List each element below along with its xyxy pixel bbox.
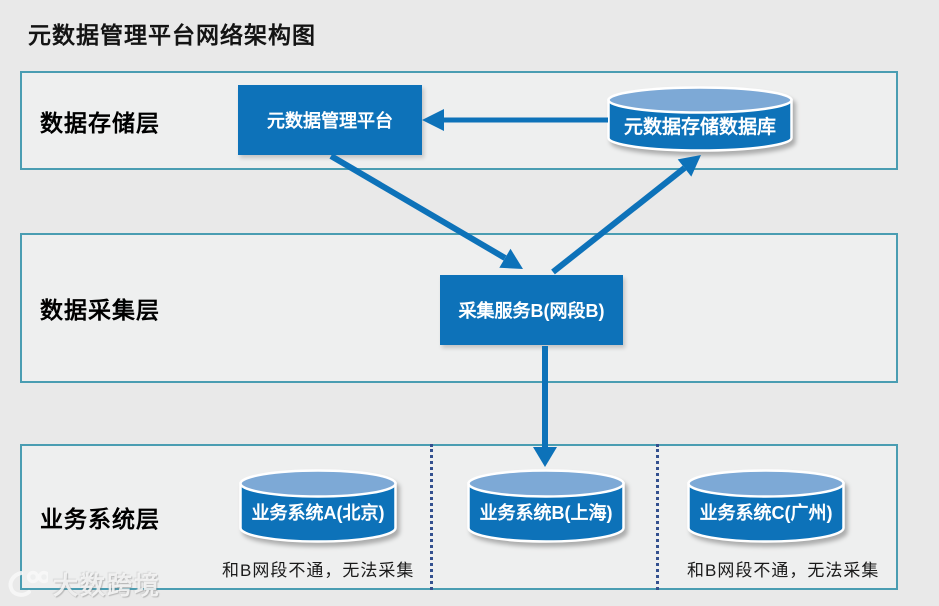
node-storage-database: 元数据存储数据库 — [606, 86, 794, 154]
layer-business-systems-label: 业务系统层 — [40, 506, 160, 532]
layer-business-systems: 业务系统层 — [20, 444, 898, 590]
layer-data-collection-label: 数据采集层 — [40, 297, 160, 323]
business-layer-divider-left — [430, 444, 433, 590]
node-collection-service: 采集服务B(网段B) — [440, 275, 623, 345]
node-management-platform-label: 元数据管理平台 — [267, 111, 393, 131]
note-business-a-unreachable: 和B网段不通，无法采集 — [222, 561, 415, 580]
database-cylinder-icon — [467, 469, 625, 543]
note-business-c-unreachable: 和B网段不通，无法采集 — [687, 561, 880, 580]
node-business-system-a-label: 业务系统A(北京) — [251, 502, 385, 523]
node-collection-service-label: 采集服务B(网段B) — [458, 301, 605, 321]
watermark-text: 大数跨境 — [53, 572, 162, 600]
database-cylinder-icon — [607, 86, 793, 152]
business-layer-divider-right — [656, 444, 659, 590]
database-cylinder-icon — [239, 469, 397, 543]
page-title: 元数据管理平台网络架构图 — [28, 22, 316, 48]
node-storage-database-label: 元数据存储数据库 — [623, 116, 776, 138]
database-cylinder-icon — [687, 469, 845, 543]
node-business-system-a: 业务系统A(北京) — [238, 469, 398, 545]
node-management-platform: 元数据管理平台 — [238, 85, 422, 155]
node-business-system-b-label: 业务系统B(上海) — [479, 502, 613, 523]
watermark-logo-icon — [8, 570, 48, 597]
node-business-system-c: 业务系统C(广州) — [686, 469, 846, 545]
watermark: 大数跨境 — [6, 566, 161, 602]
layer-data-storage-label: 数据存储层 — [40, 109, 160, 136]
node-business-system-b: 业务系统B(上海) — [466, 469, 626, 545]
node-business-system-c-label: 业务系统C(广州) — [699, 502, 833, 523]
